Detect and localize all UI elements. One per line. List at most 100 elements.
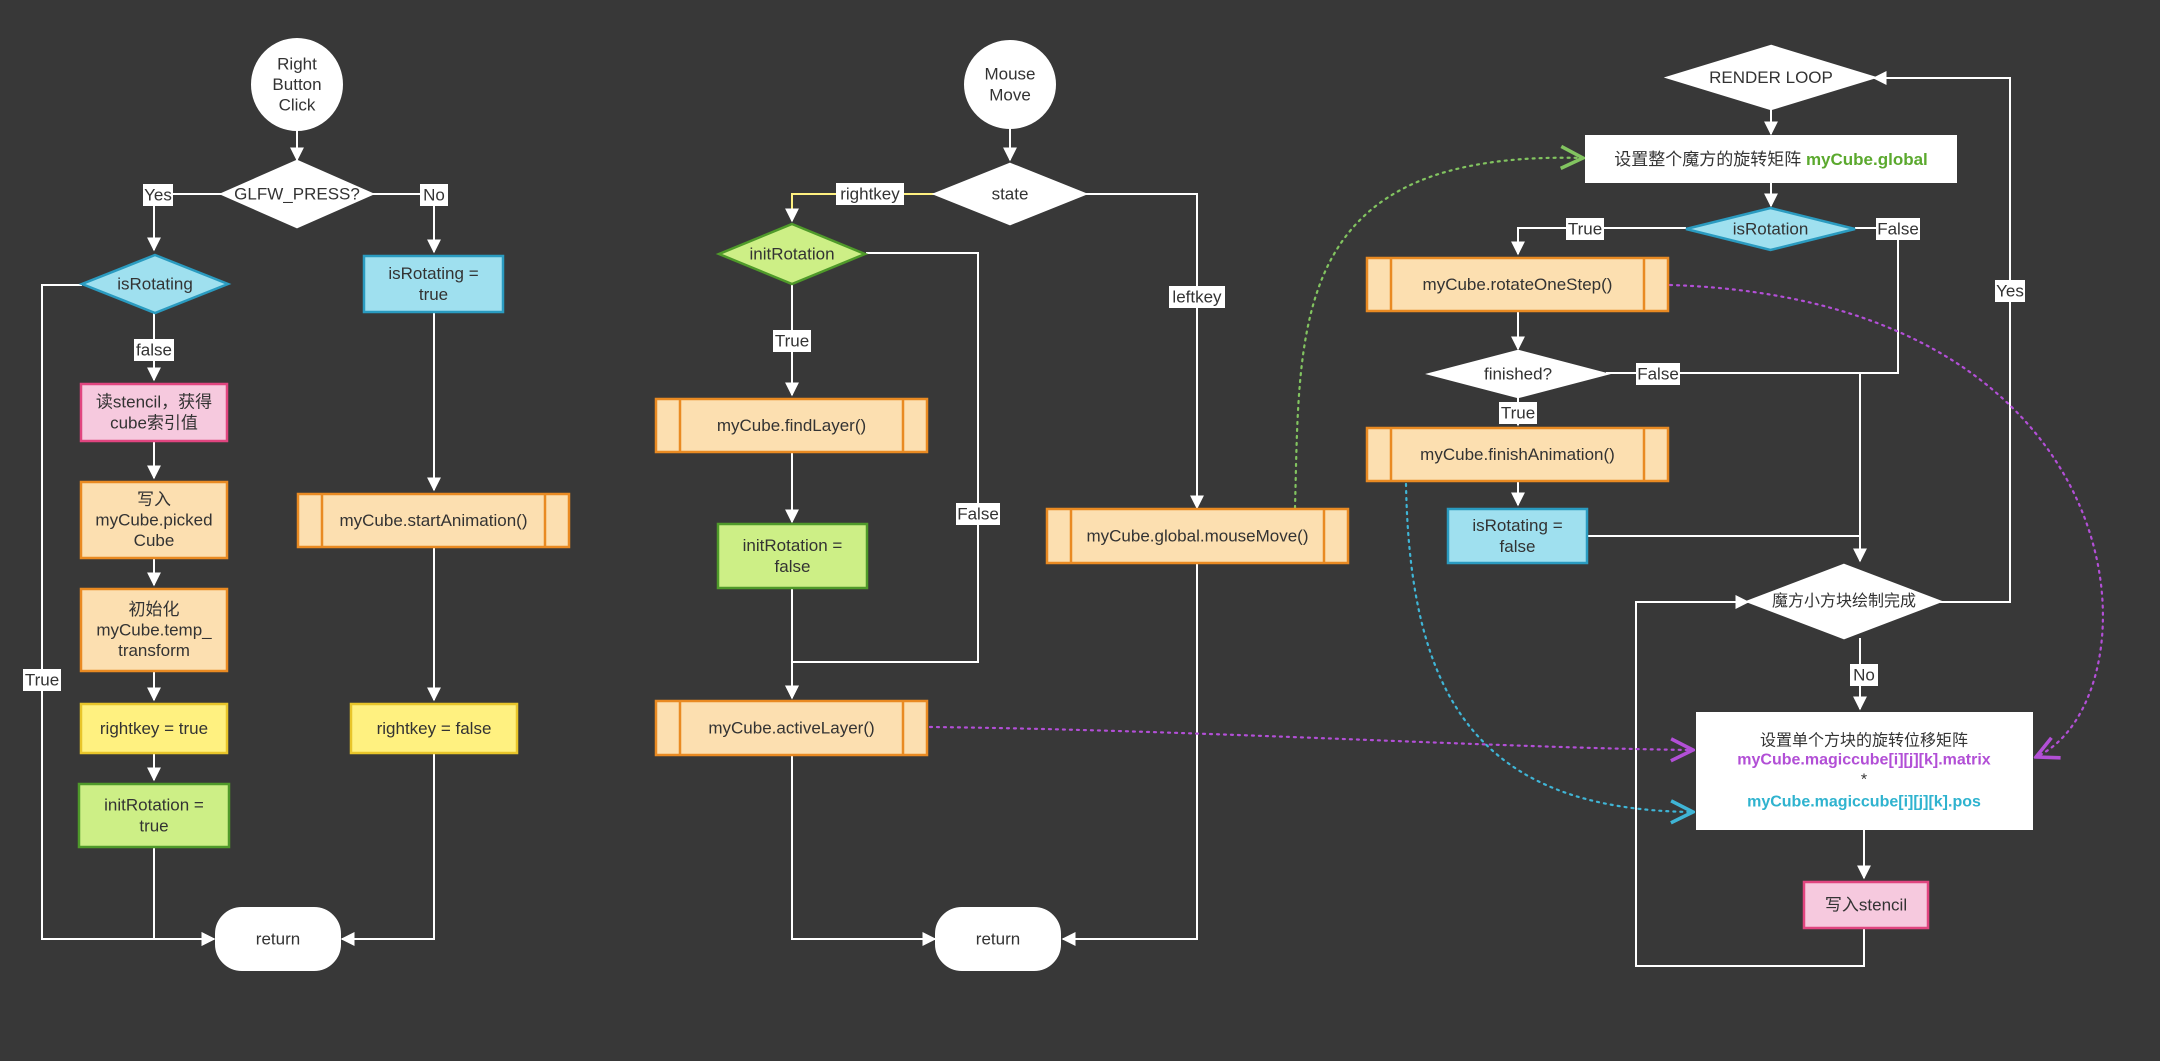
edge-active-return	[791, 755, 937, 946]
rightkey-false-step[interactable]: rightkey = false	[349, 702, 519, 755]
edge-mousemove-return	[1061, 563, 1198, 946]
node-text: return	[256, 930, 300, 949]
node-text: isRotation	[1733, 220, 1809, 239]
edge-rkfalse-return	[340, 753, 435, 946]
dotted-active-matrix	[928, 725, 1693, 750]
render-loop-start[interactable]: RENDER LOOP	[1663, 44, 1879, 111]
node-text: myCube.rotateOneStep()	[1423, 275, 1613, 294]
node-text: 魔方小方块绘制完成	[1772, 592, 1916, 610]
node-text: finished?	[1484, 365, 1552, 384]
node-text: myCube.activeLayer()	[708, 719, 874, 738]
decision-state[interactable]: state	[931, 162, 1089, 226]
edge-label-text: Yes	[1996, 282, 2024, 301]
node-text: initRotation =	[104, 796, 204, 815]
start-animation-step[interactable]: myCube.startAnimation()	[296, 492, 571, 549]
return-left[interactable]: return	[215, 907, 341, 971]
node-text: state	[992, 185, 1029, 204]
finish-animation-step[interactable]: myCube.finishAnimation()	[1365, 426, 1670, 483]
dotted-rotate-matrix	[1668, 283, 2104, 757]
write-stencil-step[interactable]: 写入stencil	[1802, 880, 1930, 930]
node-text: isRotating	[117, 275, 193, 294]
decision-is-rotation[interactable]: isRotation	[1685, 206, 1856, 252]
decision-finished[interactable]: finished?	[1425, 349, 1611, 399]
matrix-text: myCube.magiccube[i][j][k].matrix	[1737, 752, 1990, 769]
edge-done-yes	[1872, 71, 2011, 603]
init-rotation-false-step[interactable]: initRotation =false	[716, 522, 869, 590]
node-text: initRotation =	[743, 536, 843, 555]
edge-label-text: True	[25, 671, 59, 690]
decision-init-rotation[interactable]: initRotation	[715, 222, 869, 286]
edge-label-text: No	[423, 186, 445, 205]
matrix-text: myCube.magiccube[i][j][k].pos	[1747, 794, 1981, 811]
label-true-rotation: True	[1566, 218, 1604, 240]
node-text: Mouse	[984, 65, 1035, 84]
matrix-text: *	[1861, 772, 1867, 789]
node-text: return	[976, 930, 1020, 949]
decision-glfw-press[interactable]: GLFW_PRESS?	[218, 159, 376, 229]
set-global-matrix-step[interactable]: 设置整个魔方的旋转矩阵 myCube.global	[1585, 135, 1957, 183]
label-yes-right: Yes	[1995, 280, 2025, 302]
edge-label-text: No	[1853, 666, 1875, 685]
edge-state-leftkey	[1085, 193, 1204, 510]
edge-label-text: false	[136, 341, 172, 360]
active-layer-step[interactable]: myCube.activeLayer()	[654, 699, 929, 757]
node-text: cube索引值	[110, 413, 198, 432]
node-text: myCube.findLayer()	[717, 416, 866, 435]
edge-label-text: False	[1637, 365, 1679, 384]
set-is-rotating-false-step[interactable]: isRotating = false	[1446, 507, 1589, 565]
decision-cubes-drawn[interactable]: 魔方小方块绘制完成	[1744, 563, 1944, 640]
edge-label-text: True	[1501, 404, 1535, 423]
edge-label-text: Yes	[144, 186, 172, 205]
node-text: initRotation	[749, 245, 834, 264]
label-yes-left: Yes	[143, 184, 173, 206]
set-global-prefix: 设置整个魔方的旋转矩阵	[1614, 150, 1806, 169]
node-text: RENDER LOOP	[1709, 68, 1833, 87]
label-false-left: false	[134, 339, 174, 361]
return-middle[interactable]: return	[935, 907, 1061, 971]
node-text: false	[1500, 537, 1536, 556]
label-true-left: True	[23, 669, 61, 691]
edge-label-text: rightkey	[840, 185, 900, 204]
node-text: rightkey = false	[377, 719, 492, 738]
decision-is-rotating[interactable]: isRotating	[78, 253, 232, 315]
edge-label-text: leftkey	[1172, 288, 1222, 307]
node-text: Click	[279, 96, 316, 115]
init-rotation-true-step[interactable]: initRotation =true	[77, 782, 231, 849]
node-text: myCube.global.mouseMove()	[1086, 527, 1308, 546]
node-text: Right	[277, 54, 317, 73]
node-text: transform	[118, 641, 190, 660]
dotted-finish-matrix	[1404, 482, 1693, 812]
edge-label-text: True	[1568, 220, 1602, 239]
edge-label-text: False	[957, 505, 999, 524]
edge-rotation-true	[1511, 227, 1686, 256]
edge-init-false	[785, 252, 979, 700]
dotted-mousemove-global	[1293, 158, 1583, 510]
node-text: 写入stencil	[1825, 896, 1907, 915]
label-true-finished: True	[1499, 402, 1537, 424]
label-no-right: No	[1850, 664, 1878, 686]
label-no-left: No	[420, 184, 448, 206]
connectors	[41, 71, 2011, 967]
set-cube-matrix-step[interactable]: 设置单个方块的旋转位移矩阵myCube.magiccube[i][j][k].m…	[1696, 712, 2033, 830]
node-text: isRotating =	[1472, 516, 1562, 535]
edge-label-text: False	[1877, 220, 1919, 239]
node-text: 写入	[137, 490, 171, 509]
node-text: 读stencil，获得	[96, 393, 212, 412]
node-text: GLFW_PRESS?	[234, 185, 360, 204]
node-text: true	[139, 816, 168, 835]
label-false-middle: False	[956, 503, 1000, 525]
rightkey-true-step[interactable]: rightkey = true	[79, 702, 229, 755]
rotate-one-step[interactable]: myCube.rotateOneStep()	[1365, 256, 1670, 313]
node-text: true	[419, 285, 448, 304]
edge-rotating-true	[41, 284, 216, 946]
node-text: isRotating =	[388, 264, 478, 283]
global-mouse-move-step[interactable]: myCube.global.mouseMove()	[1045, 507, 1350, 565]
find-layer-step[interactable]: myCube.findLayer()	[654, 397, 929, 454]
set-is-rotating-true-step[interactable]: isRotating = true	[362, 254, 505, 314]
